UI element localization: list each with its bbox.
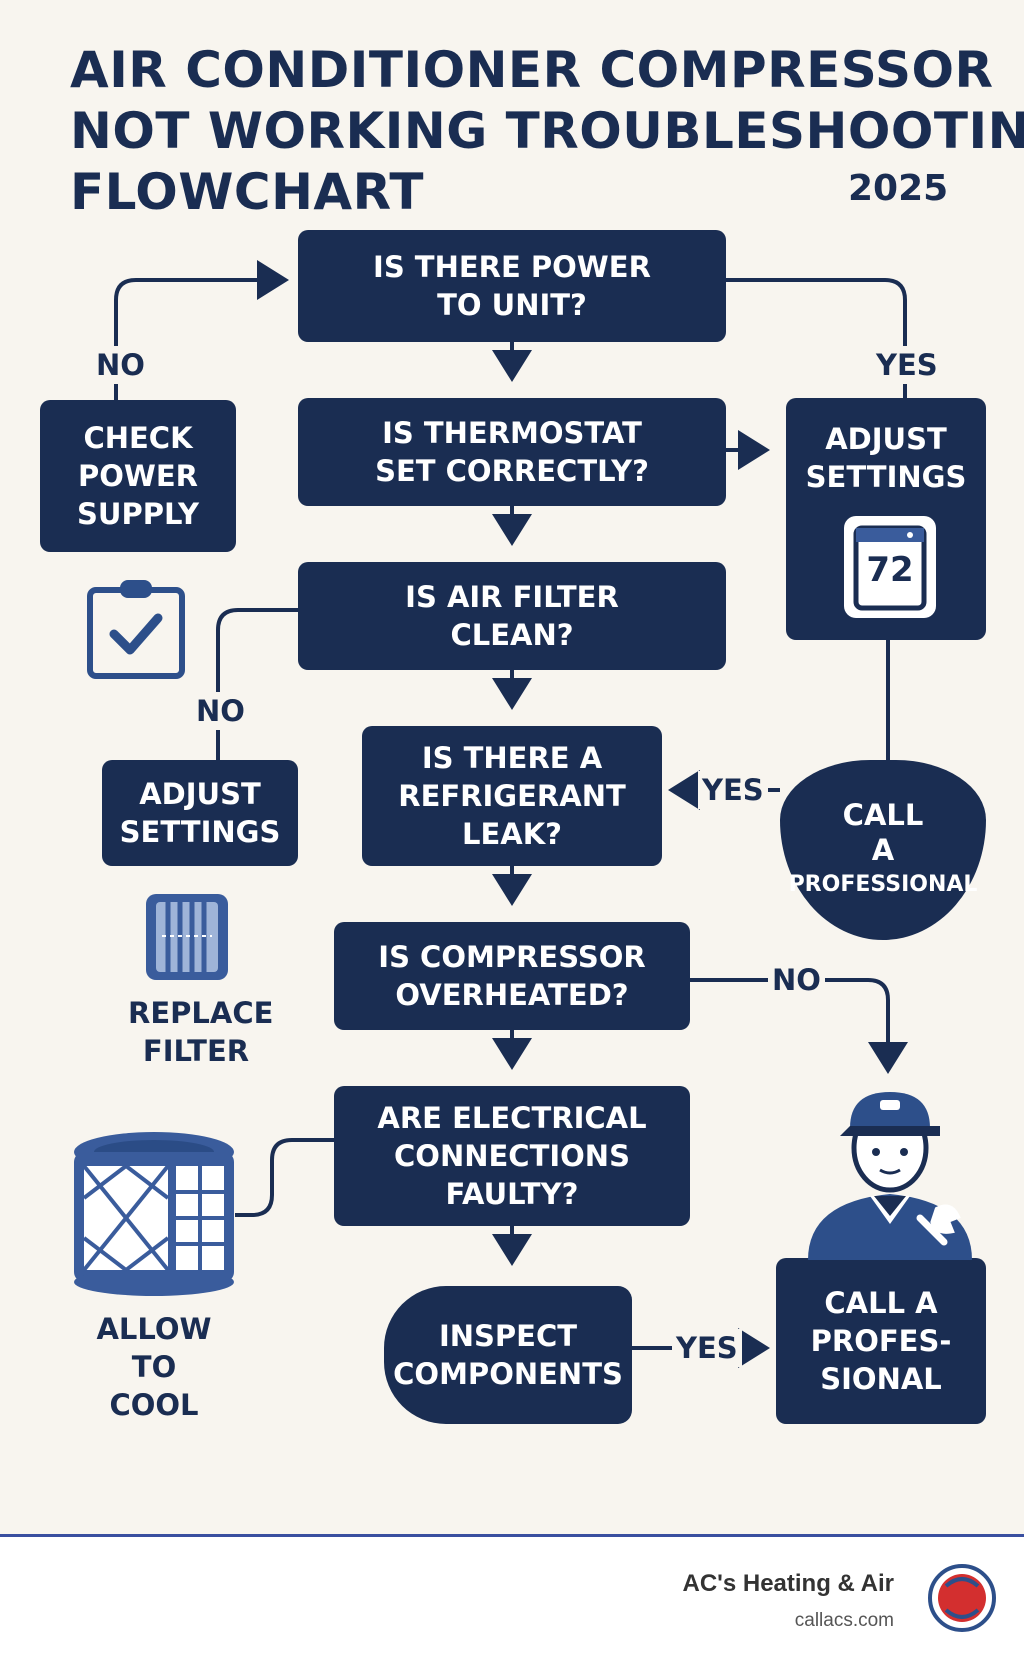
brand-url: callacs.com [794, 1610, 894, 1631]
company-logo-icon [928, 1564, 996, 1632]
title-line-2: NOT WORKING TROUBLESHOOTIN [70, 102, 1024, 160]
label-no-overheated: NO [768, 961, 825, 999]
label-replace-filter: REPLACE FILTER [124, 994, 273, 1070]
node-check-power-supply: CHECK POWER SUPPLY [40, 400, 236, 552]
node-adjust-settings-left: ADJUST SETTINGS [102, 760, 298, 866]
node-electrical-check: ARE ELECTRICAL CONNECTIONS FAULTY? [334, 1086, 690, 1226]
node-filter-check: IS AIR FILTER CLEAN? [298, 562, 726, 670]
title-line-3: FLOWCHART [70, 163, 424, 221]
node-inspect-components: INSPECT COMPONENTS [384, 1286, 632, 1424]
call-pro-1-bottom: PROFESSIONAL [788, 872, 978, 897]
footer-divider [0, 1534, 1024, 1537]
node-leak-check: IS THERE A REFRIGERANT LEAK? [362, 726, 662, 866]
label-yes-leak: YES [698, 771, 768, 809]
line-filter-to-adjust-left [216, 608, 298, 760]
label-yes-power: YES [872, 346, 942, 384]
adjust-settings-right-label: ADJUST SETTINGS [805, 422, 967, 494]
clipboard-check-icon [87, 580, 185, 679]
brand-name: AC's Heating & Air [682, 1570, 894, 1597]
page-title: AIR CONDITIONER COMPRESSOR NOT WORKING T… [70, 40, 1024, 223]
footer-panel [0, 1537, 1024, 1666]
technician-icon [808, 1092, 972, 1260]
year-label: 2025 [848, 168, 949, 209]
label-no-filter: NO [192, 692, 249, 730]
flow-connectors [114, 260, 908, 1368]
line-power-to-adjust [725, 278, 907, 398]
line-electrical-to-acunit [235, 1138, 335, 1217]
label-no-power: NO [92, 346, 149, 384]
thermostat-display: 72 [866, 550, 914, 590]
ac-unit-icon [74, 1132, 234, 1296]
label-yes-inspect: YES [672, 1329, 742, 1367]
label-allow-to-cool: ALLOW TO COOL [80, 1310, 228, 1424]
thermostat-icon [844, 516, 936, 618]
arrow-check-power-to-power [114, 260, 289, 400]
node-thermostat-check: IS THERMOSTAT SET CORRECTLY? [298, 398, 726, 506]
call-pro-1-top: CALL A [842, 798, 924, 867]
node-overheated-check: IS COMPRESSOR OVERHEATED? [334, 922, 690, 1030]
node-power-check: IS THERE POWER TO UNIT? [298, 230, 726, 342]
node-call-professional-2: CALL A PROFES- SIONAL [776, 1258, 986, 1424]
arrow-overheated-to-technician [690, 978, 908, 1074]
title-line-1: AIR CONDITIONER COMPRESSOR [70, 41, 994, 99]
air-filter-icon [146, 894, 228, 980]
